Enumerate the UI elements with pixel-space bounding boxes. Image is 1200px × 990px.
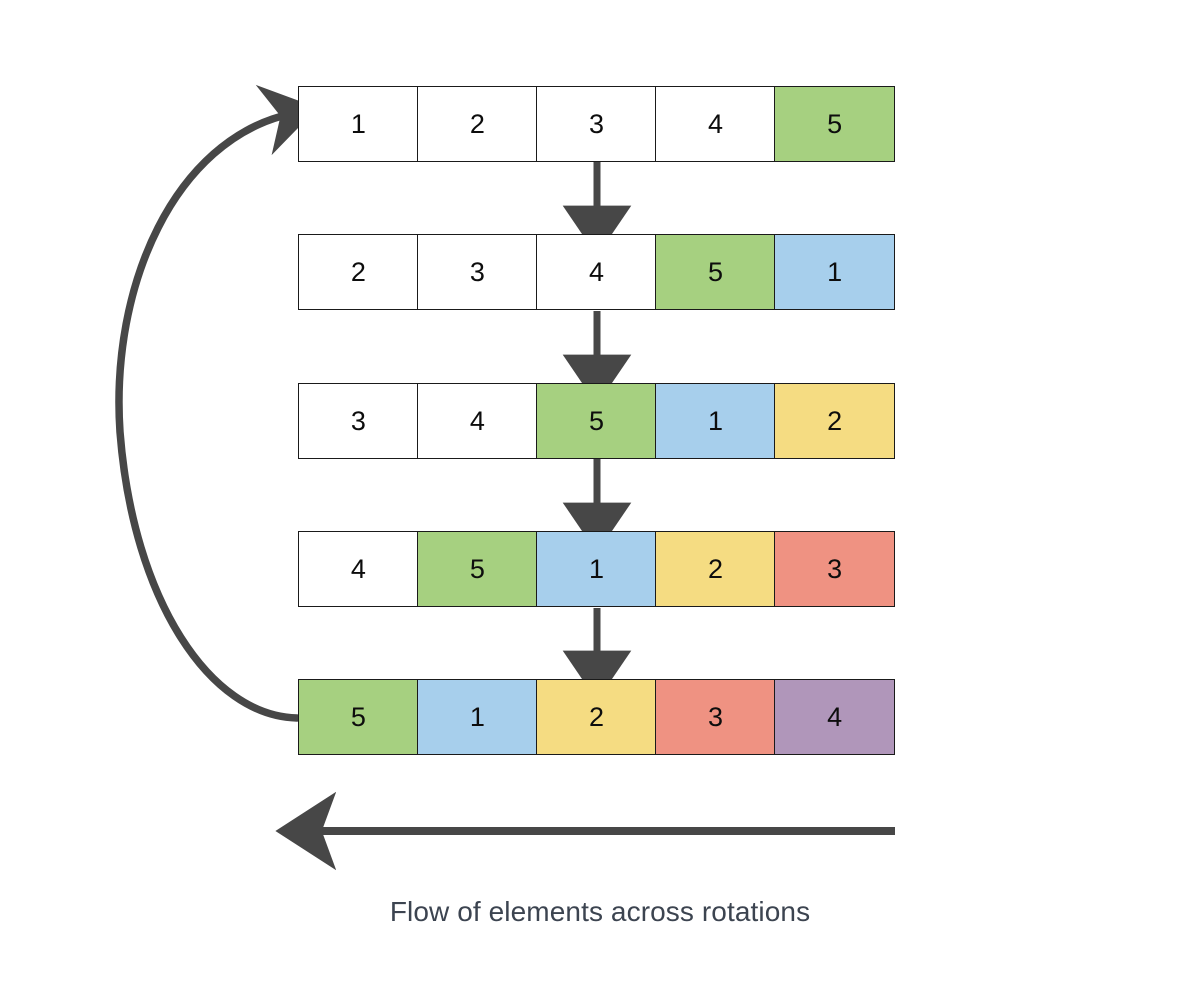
array-cell: 2 — [536, 679, 657, 755]
array-cell: 2 — [298, 234, 419, 310]
array-cell: 1 — [536, 531, 657, 607]
array-cell: 5 — [536, 383, 657, 459]
array-cell: 5 — [655, 234, 776, 310]
array-cell: 3 — [536, 86, 657, 162]
array-cell: 3 — [655, 679, 776, 755]
array-cell: 4 — [298, 531, 419, 607]
array-cell: 2 — [417, 86, 538, 162]
wraparound-curved-arrow — [115, 84, 318, 722]
array-cell: 4 — [655, 86, 776, 162]
array-cell: 3 — [417, 234, 538, 310]
array-cell: 3 — [774, 531, 895, 607]
array-cell: 5 — [417, 531, 538, 607]
array-cell: 1 — [417, 679, 538, 755]
array-cell: 4 — [417, 383, 538, 459]
array-cell: 2 — [774, 383, 895, 459]
array-cell: 3 — [298, 383, 419, 459]
array-cell: 5 — [298, 679, 419, 755]
array-cell: 5 — [774, 86, 895, 162]
array-cell: 4 — [774, 679, 895, 755]
array-cell: 1 — [655, 383, 776, 459]
caption-label: Flow of elements across rotations — [389, 896, 811, 927]
array-cell: 2 — [655, 531, 776, 607]
array-cell: 1 — [774, 234, 895, 310]
array-cell: 4 — [536, 234, 657, 310]
array-cell: 1 — [298, 86, 419, 162]
